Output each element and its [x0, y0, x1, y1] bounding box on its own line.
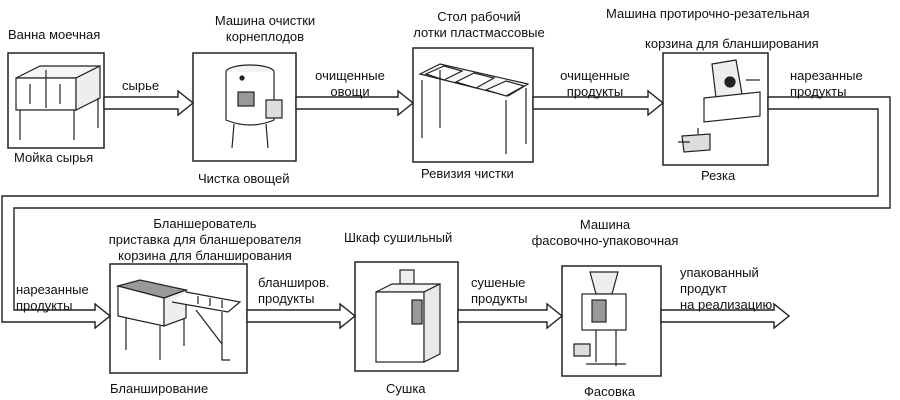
stage1-caption: Мойка сырья: [14, 150, 94, 165]
flow-arrow-4: [246, 302, 357, 330]
flow-arrow-return: [1, 96, 891, 330]
flow-arrow-3: [532, 89, 665, 117]
flow2-line1: очищенные: [315, 68, 385, 83]
flow-arrow-2: [295, 89, 415, 117]
stage5-equipment-line3: корзина для бланширования: [118, 248, 292, 263]
stage3-caption: Ревизия чистки: [421, 166, 514, 181]
stage3-equipment-line2: лотки пластмассовые: [413, 25, 545, 40]
flow-arrow-6: [660, 302, 791, 330]
flow6-label: бланширов. продукты: [258, 275, 330, 307]
stage6-caption: Сушка: [386, 381, 426, 396]
drying-cabinet-icon: [375, 269, 441, 363]
stage-box-inspection: [412, 47, 534, 163]
flow8-label: упакованный продукт на реализацию: [680, 265, 772, 313]
stage4-equipment-line2: корзина для бланширования: [645, 36, 819, 51]
flow3-line2: продукты: [566, 84, 624, 99]
flow6-line1: бланширов.: [258, 275, 330, 290]
flow1-label: сырье: [122, 78, 160, 93]
flow4-line2: продукты: [790, 84, 847, 99]
stage7-equipment-line1: Машина: [579, 217, 631, 232]
flow4-line1: нарезанные: [790, 68, 863, 83]
stage5-caption: Бланширование: [110, 381, 209, 396]
stage1-equipment-label: Ванна моечная: [8, 27, 101, 42]
flow5-line1: нарезанные: [16, 282, 89, 297]
flow8-line2: продукт: [680, 281, 728, 296]
stage4-caption: Резка: [701, 168, 736, 183]
stage2-caption: Чистка овощей: [198, 171, 290, 186]
work-table-icon: [418, 63, 530, 154]
stage3-equipment-label: Стол рабочий лотки пластмассовые: [404, 9, 554, 41]
stage2-equipment-line2: корнеплодов: [225, 29, 305, 44]
flow8-line3: на реализацию: [680, 297, 773, 312]
stage7-equipment-label: Машина фасовочно-упаковочная: [520, 217, 690, 249]
flow-arrow-1: [103, 89, 195, 117]
cutting-machine-icon: [678, 59, 761, 153]
flow4-label: нарезанные продукты: [790, 68, 863, 100]
stage2-equipment-label: Машина очистки корнеплодов: [195, 13, 335, 45]
flow7-line1: сушеные: [471, 275, 526, 290]
flow6-line2: продукты: [258, 291, 315, 306]
peeling-machine-icon: [225, 64, 283, 149]
flow2-label: очищенные овощи: [308, 68, 392, 100]
packing-machine-icon: [573, 271, 627, 366]
flow3-line1: очищенные: [560, 68, 630, 83]
stage3-equipment-line1: Стол рабочий: [437, 9, 521, 24]
stage5-equipment-line1: Бланшерователь: [153, 216, 257, 231]
flow7-line2: продукты: [471, 291, 528, 306]
stage6-equipment-label: Шкаф сушильный: [344, 230, 453, 245]
flow2-line2: овощи: [330, 84, 370, 99]
washing-tub-icon: [15, 65, 101, 140]
flow8-line1: упакованный: [680, 265, 759, 280]
flow5-label: нарезанные продукты: [16, 282, 89, 314]
flow7-label: сушеные продукты: [471, 275, 527, 307]
flow-arrow-5: [457, 302, 564, 330]
blancher-icon: [115, 279, 242, 361]
stage5-equipment-label: Бланшерователь приставка для бланшероват…: [100, 216, 310, 264]
flow3-label: очищенные продукты: [553, 68, 637, 100]
flow5-line2: продукты: [16, 298, 73, 313]
stage5-equipment-line2: приставка для бланшерователя: [108, 232, 302, 247]
stage2-equipment-line1: Машина очистки: [214, 13, 316, 28]
stage7-caption: Фасовка: [584, 384, 636, 399]
stage7-equipment-line2: фасовочно-упаковочная: [531, 233, 679, 248]
stage4-equipment-line1: Машина протирочно-резательная: [606, 6, 810, 21]
